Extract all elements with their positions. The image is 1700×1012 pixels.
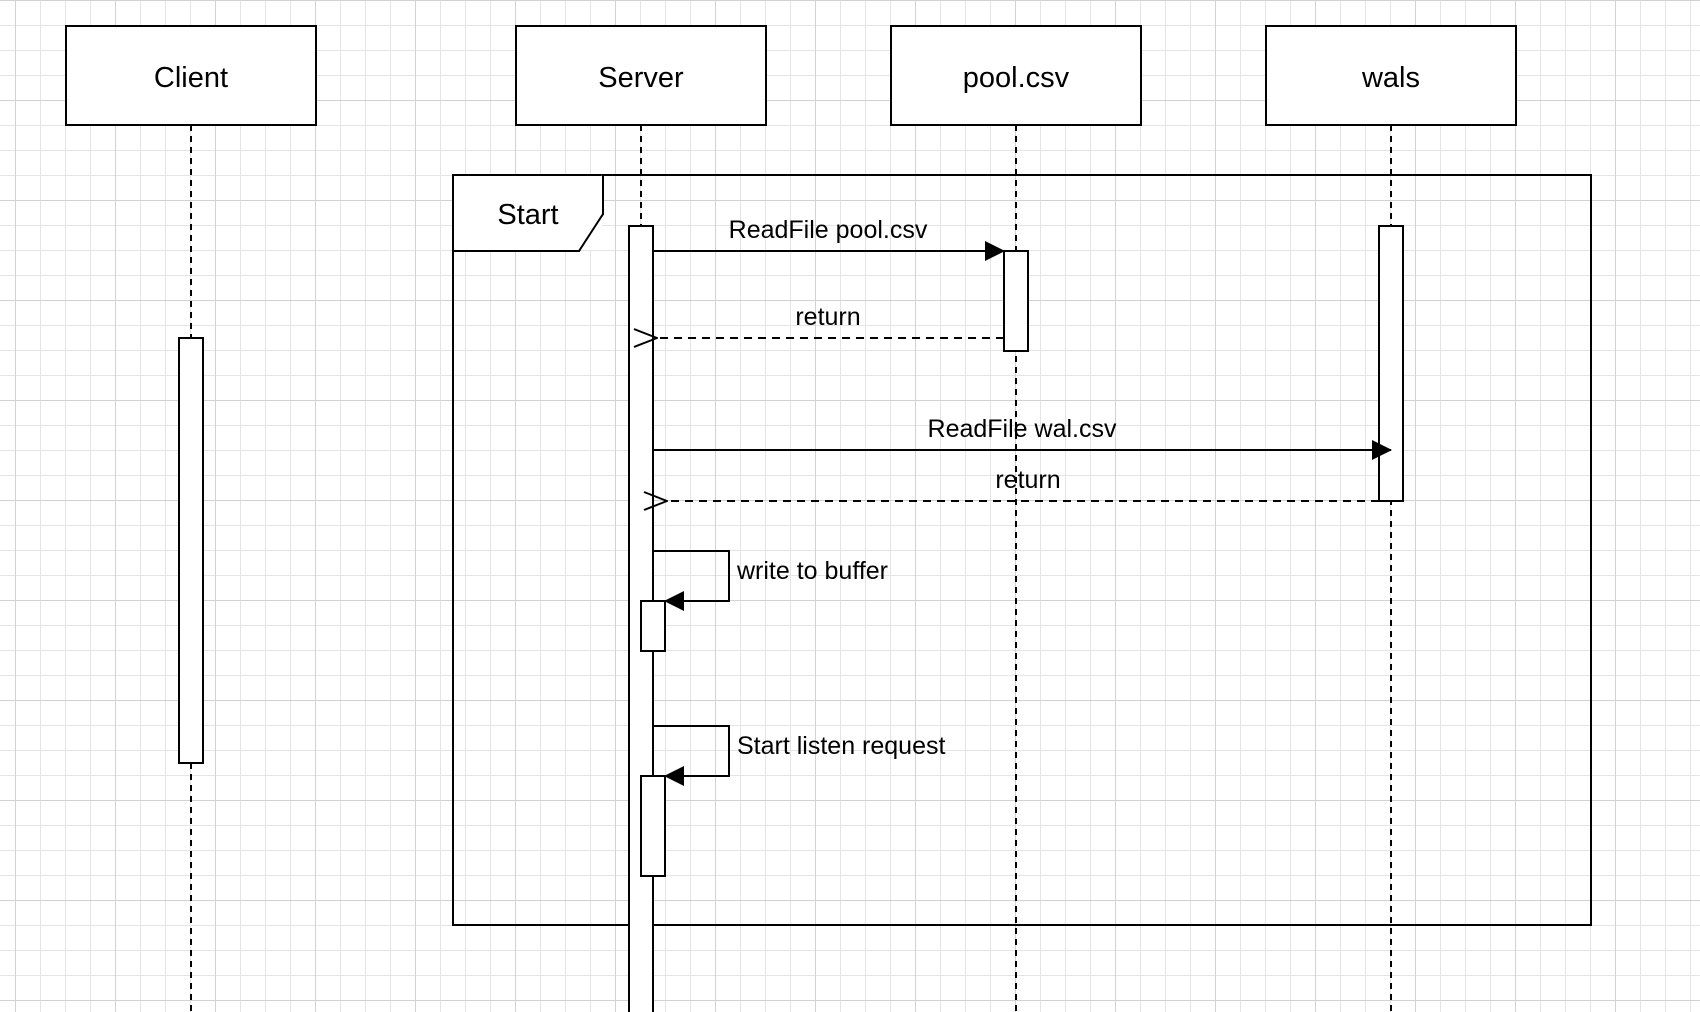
message-write-to-buffer[interactable]: write to buffer bbox=[653, 550, 888, 611]
actor-client-label: Client bbox=[154, 62, 228, 94]
message-start-listen[interactable]: Start listen request bbox=[653, 725, 945, 786]
actor-server-label: Server bbox=[598, 62, 684, 94]
actor-pool[interactable]: pool.csv bbox=[890, 25, 1142, 126]
frame-label: Start bbox=[497, 199, 558, 231]
actor-server[interactable]: Server bbox=[515, 25, 767, 126]
message-readfile-wal-label: ReadFile wal.csv bbox=[928, 415, 1117, 443]
activation-server-buffer bbox=[640, 600, 666, 652]
message-readfile-wal[interactable]: ReadFile wal.csv bbox=[653, 415, 1392, 460]
activation-pool bbox=[1003, 250, 1029, 352]
message-return-wals[interactable]: return bbox=[667, 466, 1379, 501]
message-return-wals-label: return bbox=[995, 466, 1060, 494]
message-readfile-pool[interactable]: ReadFile pool.csv bbox=[653, 216, 1005, 261]
actor-wals-label: wals bbox=[1361, 62, 1420, 94]
actor-client[interactable]: Client bbox=[65, 25, 317, 126]
activation-server-listen bbox=[640, 775, 666, 877]
actor-pool-label: pool.csv bbox=[963, 62, 1070, 94]
message-start-listen-label: Start listen request bbox=[737, 732, 945, 760]
message-return-pool[interactable]: return bbox=[657, 303, 1004, 338]
message-readfile-pool-label: ReadFile pool.csv bbox=[729, 216, 928, 244]
frame-box bbox=[452, 174, 1592, 926]
message-return-pool-label: return bbox=[795, 303, 860, 331]
activation-client bbox=[178, 337, 204, 764]
activation-wals bbox=[1378, 225, 1404, 502]
actor-wals[interactable]: wals bbox=[1265, 25, 1517, 126]
message-write-to-buffer-label: write to buffer bbox=[736, 557, 888, 585]
